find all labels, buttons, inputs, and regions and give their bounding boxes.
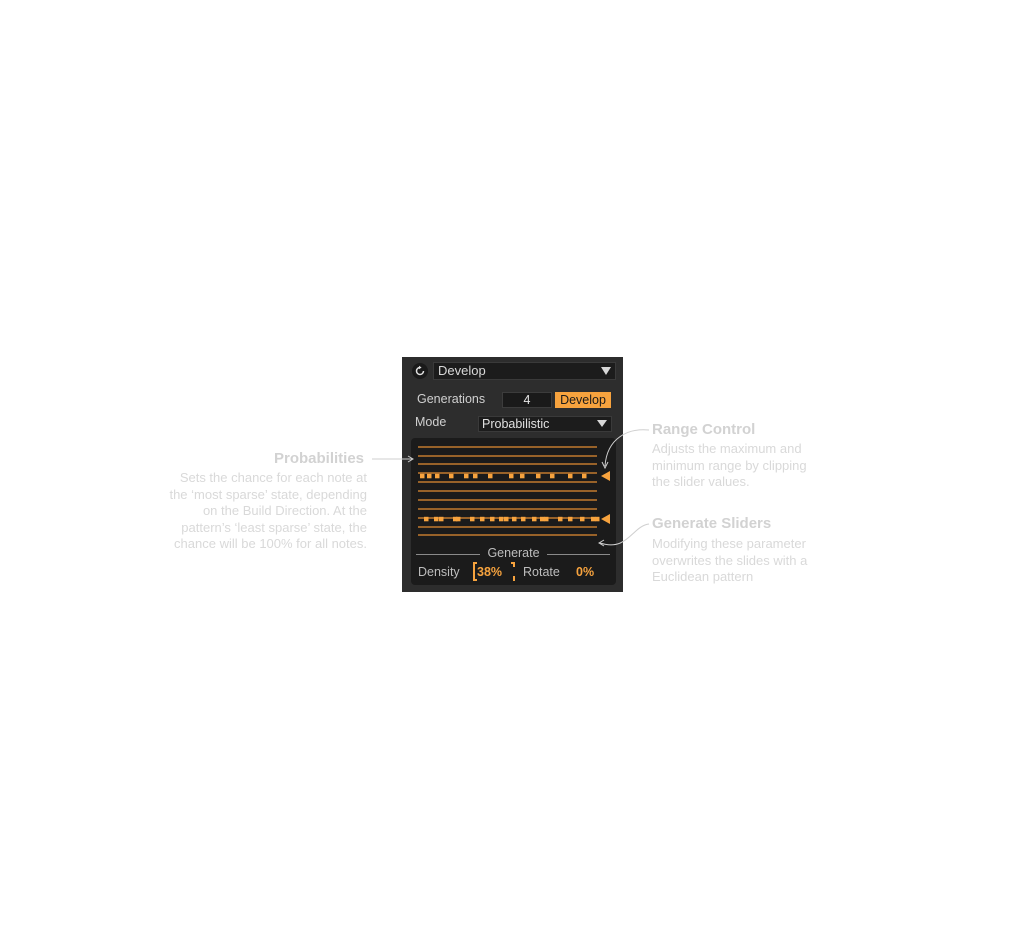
slider-dot[interactable]	[536, 473, 541, 479]
slider-dot[interactable]	[568, 473, 573, 479]
slider-dot[interactable]	[532, 516, 537, 522]
slider-dot[interactable]	[504, 516, 509, 522]
slider-dot[interactable]	[568, 516, 573, 522]
generate-divider-left	[416, 554, 480, 555]
slider-dot[interactable]	[591, 516, 596, 522]
slider-dot[interactable]	[499, 516, 504, 522]
probability-sliders[interactable]	[411, 438, 616, 538]
rotate-label: Rotate	[523, 565, 560, 579]
generate-sliders-line: Euclidean pattern	[652, 569, 754, 584]
generate-sliders-title: Generate Sliders	[652, 515, 772, 532]
slider-dot[interactable]	[490, 516, 495, 522]
density-corner	[513, 562, 515, 567]
slider-dot[interactable]	[420, 473, 425, 479]
generate-divider-right	[547, 554, 610, 555]
density-corner	[513, 576, 515, 581]
range-control-title: Range Control	[652, 421, 756, 438]
generate-title: Generate	[487, 546, 540, 560]
slider-dot[interactable]	[509, 473, 514, 479]
generate-sliders-line: Modifying these parameter	[652, 536, 806, 551]
slider-dot[interactable]	[550, 473, 555, 479]
slider-dot[interactable]	[512, 516, 517, 522]
rotate-value[interactable]: 0%	[576, 565, 595, 579]
probabilities-line: the ‘most sparse’ state, depending	[169, 486, 367, 502]
slider-dot[interactable]	[480, 516, 485, 522]
preset-value: Develop	[438, 363, 486, 378]
slider-dot[interactable]	[427, 473, 432, 479]
probabilities-line: chance will be 100% for all notes.	[174, 536, 367, 551]
slider-dot[interactable]	[424, 516, 429, 522]
probabilities-line: Sets the chance for each note at	[179, 470, 367, 485]
range-control-description: Adjusts the maximum and minimum range by…	[652, 441, 807, 491]
probability-slider-area: Generate Density 38% Rotate 0%	[411, 438, 616, 585]
slider-dot[interactable]	[558, 516, 563, 522]
develop-button[interactable]: Develop	[555, 392, 611, 408]
density-corner	[473, 579, 477, 581]
slider-dot[interactable]	[582, 473, 587, 479]
mode-value: Probabilistic	[482, 417, 550, 431]
slider-dot[interactable]	[544, 516, 549, 522]
develop-device-panel: Develop Generations 4 Develop Mode Proba…	[402, 357, 623, 592]
range-control-line: minimum range by clipping	[652, 457, 807, 473]
probabilities-description: Sets the chance for each note at the ‘mo…	[169, 470, 367, 553]
reset-button[interactable]	[412, 363, 428, 379]
probabilities-title: Probabilities	[274, 450, 365, 467]
slider-dot[interactable]	[595, 516, 600, 522]
range-control-line: Adjusts the maximum and	[652, 441, 802, 456]
probabilities-line: pattern’s ‘least sparse’ state, the	[181, 519, 367, 535]
slider-dot[interactable]	[473, 473, 478, 479]
slider-dot[interactable]	[540, 516, 545, 522]
slider-dot[interactable]	[434, 516, 439, 522]
range-control-line: the slider values.	[652, 474, 750, 489]
chevron-down-icon	[601, 367, 611, 375]
density-corner	[473, 562, 477, 564]
mode-dropdown[interactable]: Probabilistic	[478, 416, 612, 432]
slider-dot[interactable]	[488, 473, 493, 479]
density-value: 38%	[477, 565, 503, 579]
range-handle-icon[interactable]	[601, 514, 610, 524]
slider-dot[interactable]	[453, 516, 458, 522]
slider-dot[interactable]	[449, 473, 454, 479]
slider-dot[interactable]	[470, 516, 475, 522]
generate-sliders-description: Modifying these parameter overwrites the…	[652, 536, 807, 586]
mode-label: Mode	[415, 415, 447, 429]
reset-icon	[415, 365, 425, 376]
density-box[interactable]: 38%	[473, 562, 515, 581]
density-corner	[473, 562, 475, 581]
slider-dot[interactable]	[439, 516, 444, 522]
chevron-down-icon	[597, 420, 607, 427]
density-label: Density	[418, 565, 460, 579]
generations-input[interactable]: 4	[502, 392, 552, 408]
slider-dot[interactable]	[464, 473, 469, 479]
generate-sliders-line: overwrites the slides with a	[652, 552, 808, 568]
range-handle-icon[interactable]	[601, 471, 610, 481]
preset-dropdown[interactable]: Develop	[433, 362, 616, 380]
slider-dot[interactable]	[435, 473, 440, 479]
generations-label: Generations	[417, 392, 486, 406]
slider-dot[interactable]	[520, 473, 525, 479]
slider-dot[interactable]	[521, 516, 526, 522]
slider-dot[interactable]	[580, 516, 585, 522]
slider-dot[interactable]	[456, 516, 461, 522]
probabilities-line: on the Build Direction. At the	[202, 503, 367, 518]
